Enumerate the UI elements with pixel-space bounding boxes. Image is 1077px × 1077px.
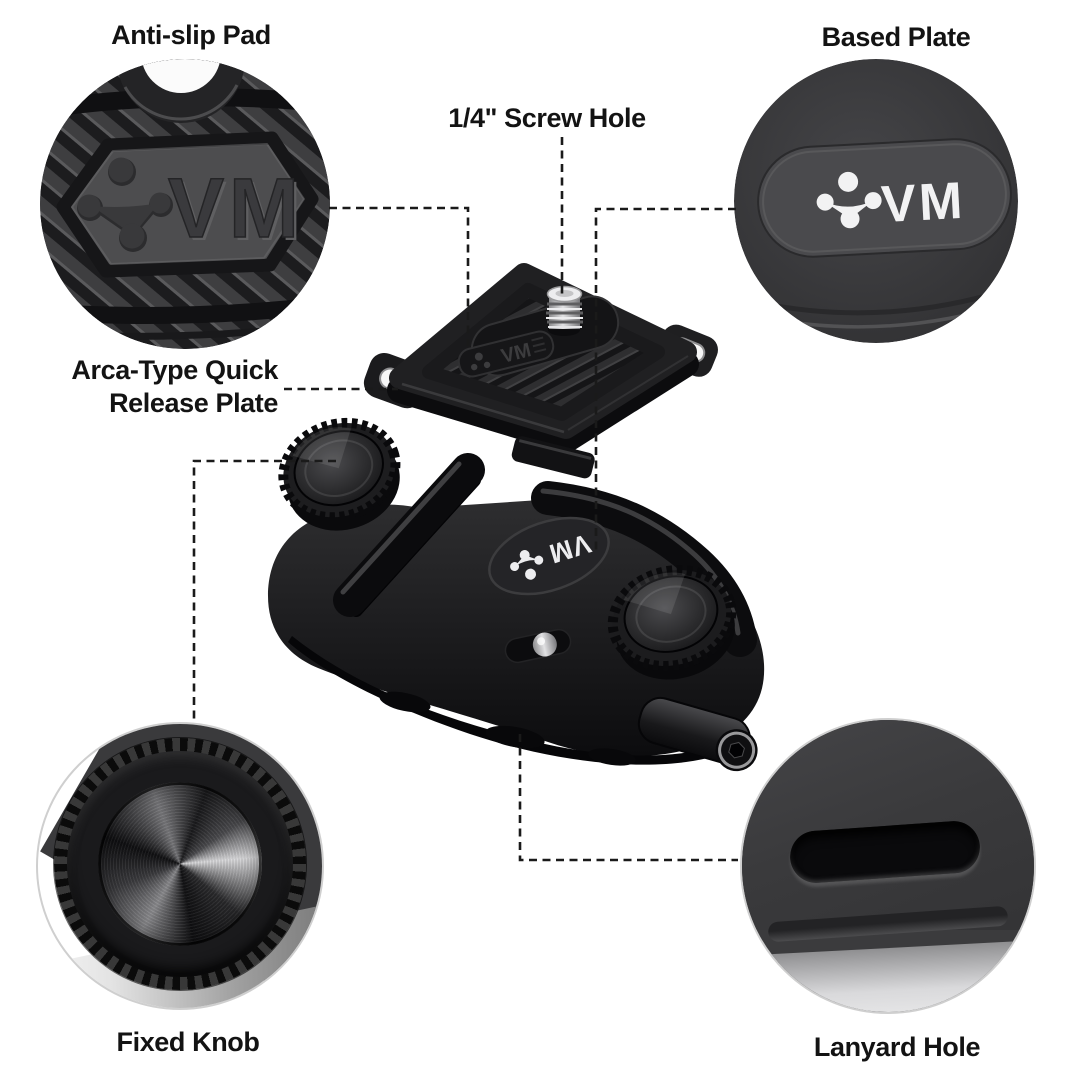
- lanyard-hole-detail-circle: [740, 718, 1036, 1014]
- label-anti-slip-pad: Anti-slip Pad: [111, 20, 271, 50]
- plate-vm-badge: VM: [457, 330, 555, 378]
- clamp-far-jaw: [511, 436, 595, 479]
- fixed-knob-detail-circle: [36, 722, 324, 1010]
- based-plate-detail-circle: VM: [734, 59, 1018, 343]
- anti-slip-pad-closeup-illustration: VM VM: [40, 59, 330, 349]
- plate-vm-text: VM: [499, 339, 533, 368]
- based-plate-closeup-illustration: VM: [734, 59, 1018, 343]
- embossed-vm-text-bevel: VM: [171, 164, 307, 258]
- leader-line-based-plate: [594, 207, 736, 550]
- clamp-right-jaw: [531, 481, 757, 657]
- left-knob: [278, 417, 401, 531]
- label-arca-plate-line2: Release Plate: [109, 388, 278, 418]
- lanyard-surface: [742, 720, 1034, 930]
- leader-line-anti-slip-pad: [329, 206, 470, 346]
- label-based-plate: Based Plate: [821, 22, 971, 52]
- label-fixed-knob: Fixed Knob: [116, 1027, 260, 1057]
- vm-logo-icon: [77, 157, 173, 252]
- safety-screw: [504, 628, 572, 664]
- vm-logo-icon: [816, 171, 882, 229]
- label-lanyard-hole: Lanyard Hole: [813, 1032, 981, 1062]
- based-plate-vm-text: VM: [880, 172, 967, 234]
- embossed-vm-text: VM: [168, 161, 304, 255]
- clamp-left-jaw: [333, 453, 485, 617]
- lanyard-bottom-highlight: [742, 939, 1034, 1012]
- quarter-inch-screw: [546, 285, 583, 336]
- label-screw-hole: 1/4" Screw Hole: [448, 103, 646, 133]
- knob-brushed-disc: [98, 782, 262, 946]
- quick-release-plate-illustration: VM: [363, 263, 718, 453]
- label-arca-plate-line1: Arca-Type Quick: [71, 355, 278, 385]
- label-arca-plate: Arca-Type Quick Release Plate: [71, 354, 278, 420]
- clamp-vm-text: VM: [545, 528, 594, 569]
- leader-line-fixed-knob: [192, 459, 336, 720]
- clamp-vm-badge: VM: [488, 516, 610, 596]
- vm-logo-icon: [510, 550, 544, 580]
- clamp-body-illustration: VM: [268, 417, 765, 772]
- right-knob: [607, 565, 737, 680]
- leader-line-lanyard-hole: [518, 734, 738, 862]
- anti-slip-pad-detail-circle: VM VM: [40, 59, 330, 349]
